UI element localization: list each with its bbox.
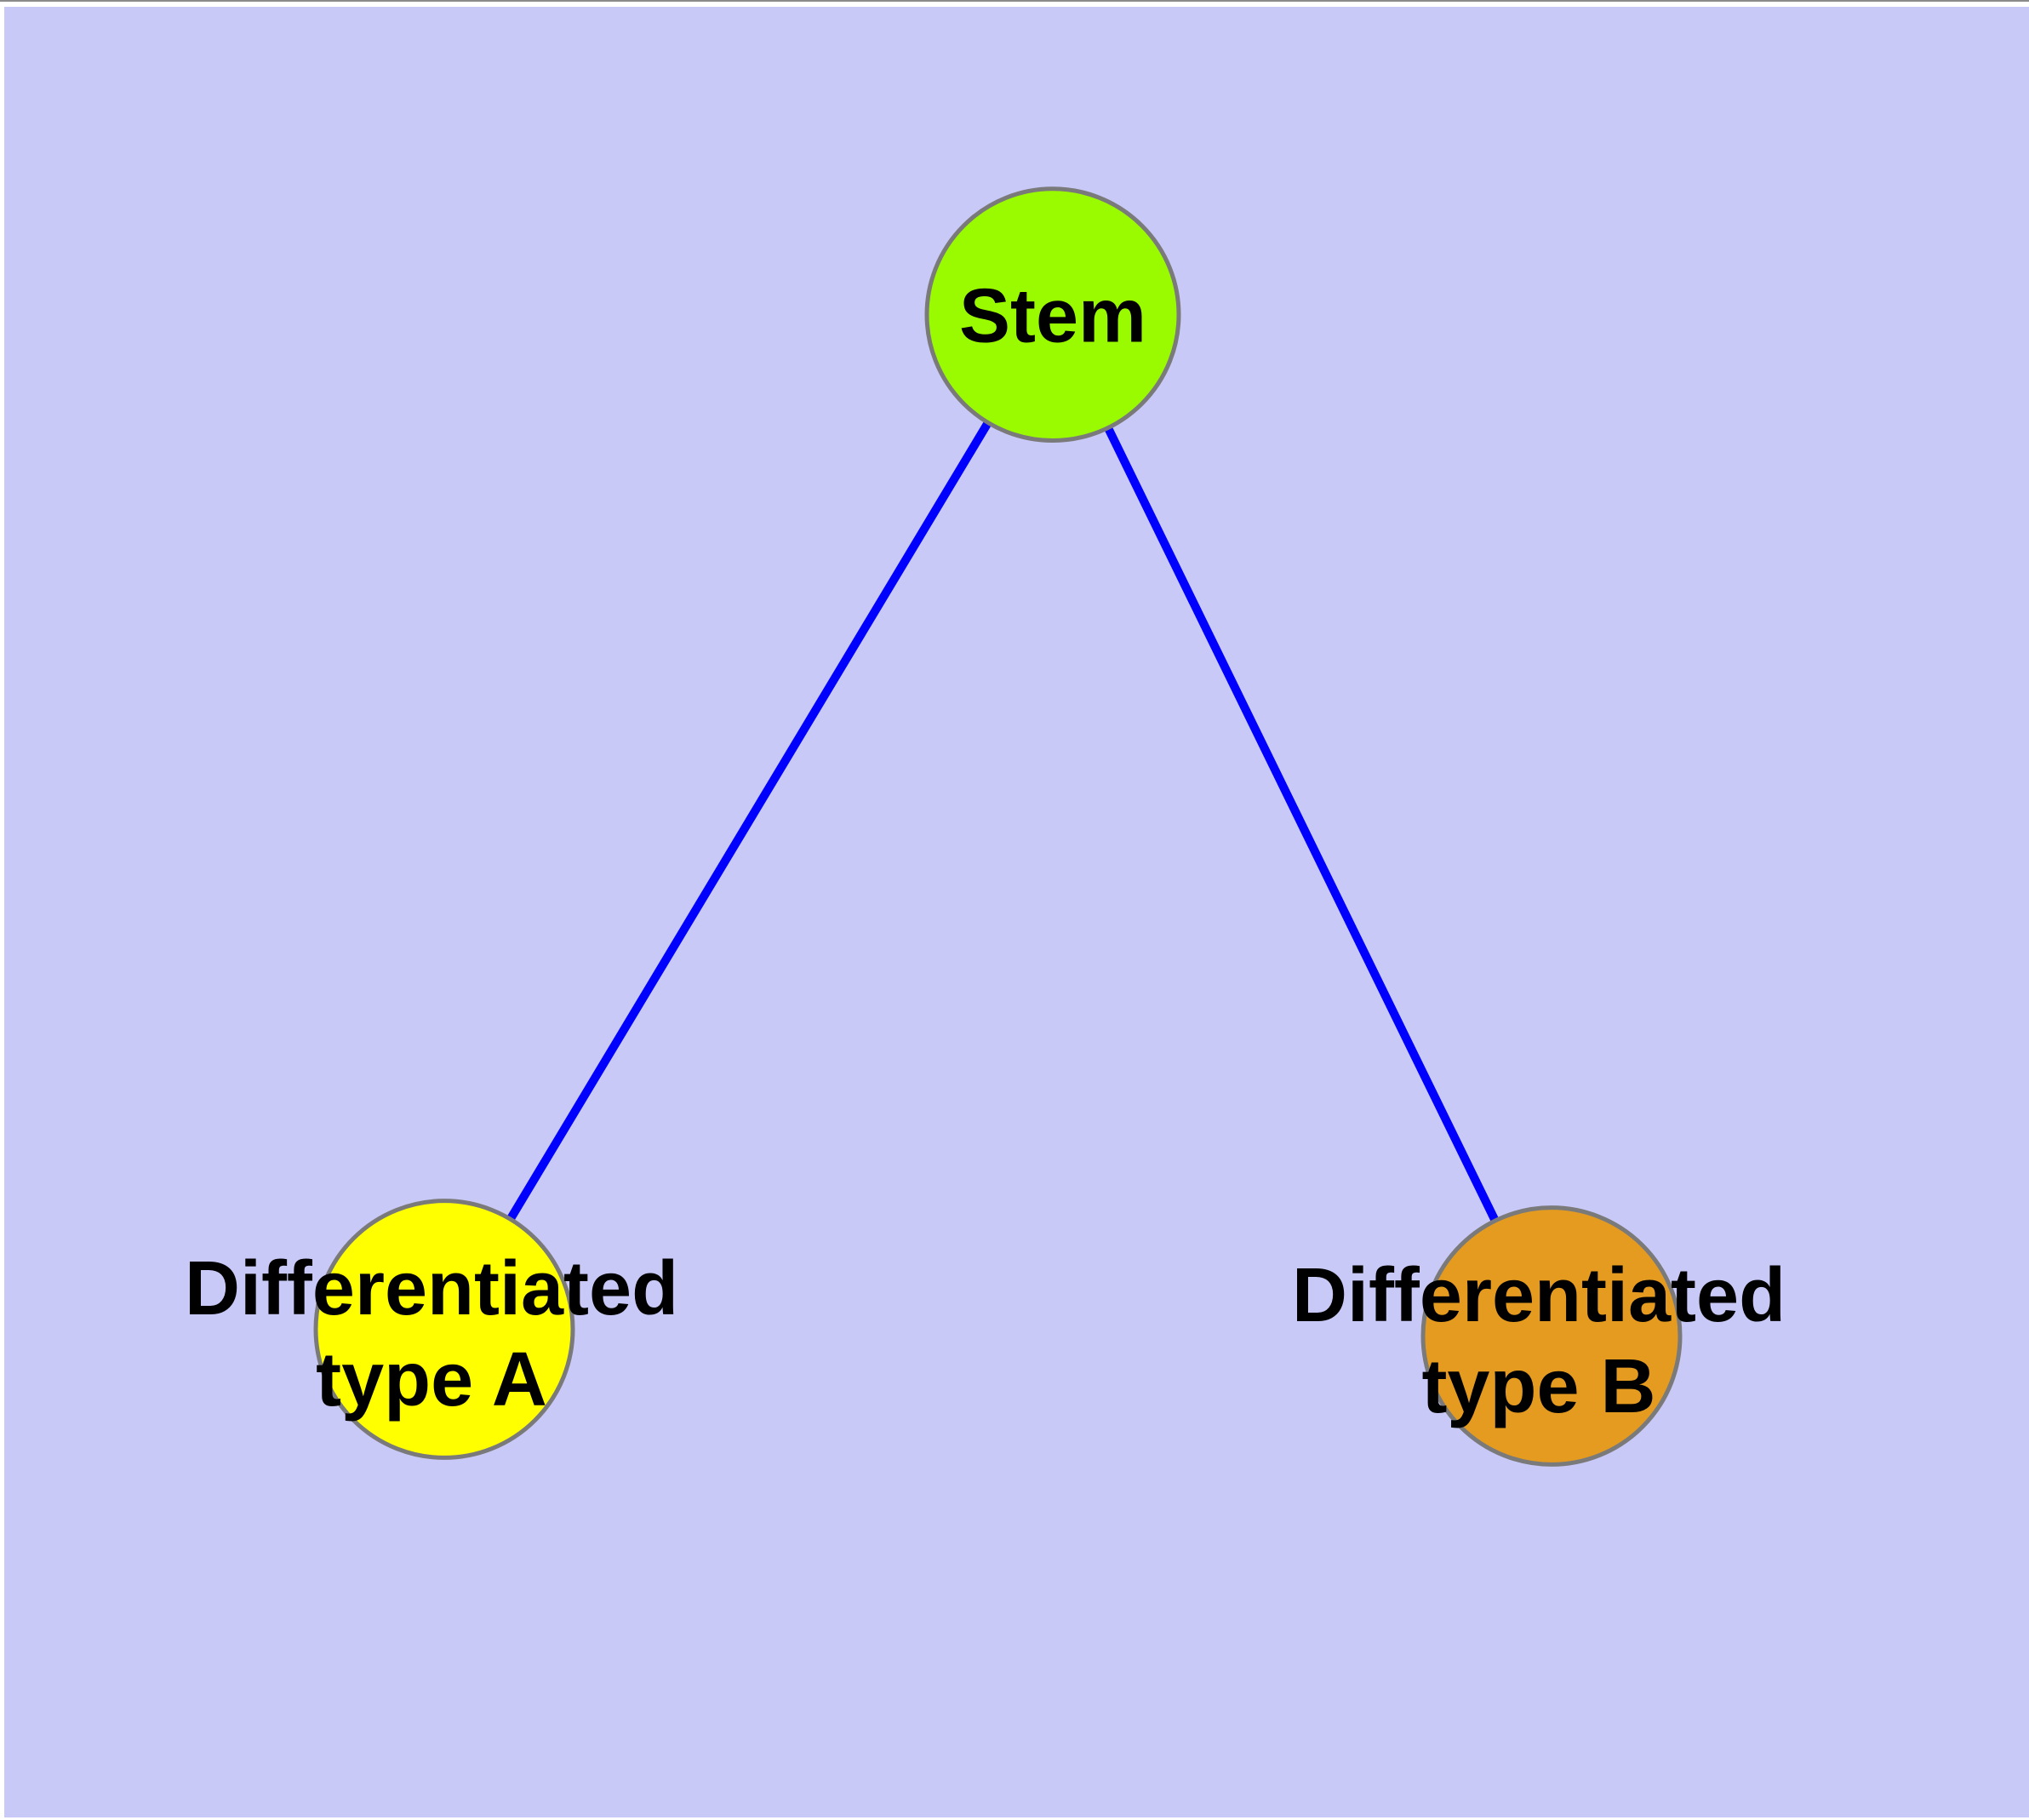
node-stem: [924, 186, 1181, 444]
node-differentiated-type-a: [313, 1199, 575, 1460]
node-label-differentiated-type-b: Differentiated type B: [1291, 1253, 1786, 1429]
node-differentiated-type-b: [1420, 1205, 1683, 1467]
edge-stem-to-type-a: [440, 312, 1057, 1332]
node-label-differentiated-type-a: Differentiated type A: [184, 1246, 679, 1422]
node-label-stem: Stem: [958, 273, 1147, 359]
edge-stem-to-type-b: [1049, 312, 1556, 1338]
plot-panel: Stem Differentiated type A Differentiate…: [4, 7, 2029, 1817]
graph-svg: [4, 7, 2029, 1817]
